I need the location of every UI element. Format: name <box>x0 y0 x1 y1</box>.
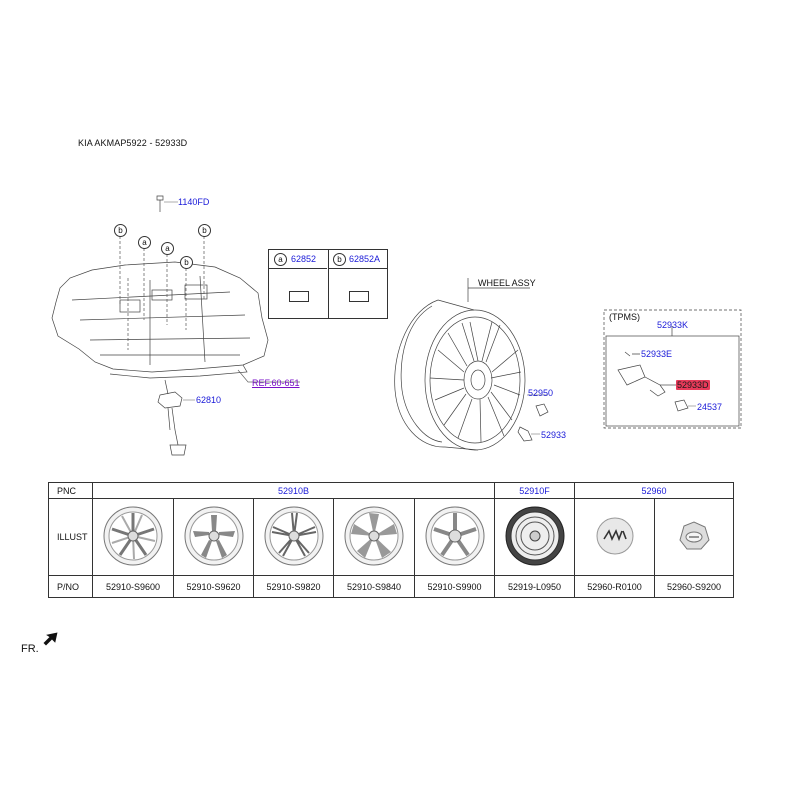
legend-marker-a: a <box>274 253 287 266</box>
legend-part-b[interactable]: 62852A <box>349 254 381 264</box>
spare-wheel-icon <box>505 506 564 566</box>
floor-marker-b: b <box>180 256 193 269</box>
jack-drawing <box>157 379 195 456</box>
illust-row: ILLUST <box>48 498 734 576</box>
pno-header: P/NO <box>48 575 93 598</box>
clip-symbol-icon <box>289 291 309 302</box>
legend-marker-b: b <box>333 253 346 266</box>
clip-symbol-icon <box>349 291 369 302</box>
illust-cell[interactable] <box>494 498 575 576</box>
callout-bolt[interactable]: 1140FD <box>178 197 210 207</box>
callout-tpms-sensor-highlighted[interactable]: 52933D <box>676 380 710 390</box>
part-number[interactable]: 52960-R0100 <box>574 575 655 598</box>
center-cap-icon <box>679 521 710 550</box>
part-number[interactable]: 52960-S9200 <box>654 575 734 598</box>
callout-ref-link[interactable]: REF.60-651 <box>252 378 300 388</box>
tpms-drawing <box>603 309 742 429</box>
part-number[interactable]: 52910-S9840 <box>333 575 415 598</box>
floor-marker-a: a <box>161 242 174 255</box>
callout-tpms-kit[interactable]: 52933K <box>657 320 689 330</box>
legend-cell-a: a 62852 <box>269 250 327 318</box>
callout-jack[interactable]: 62810 <box>196 395 222 405</box>
pnc-group[interactable]: 52960 <box>574 482 734 499</box>
marker-legend: a 62852 b 62852A <box>268 249 388 319</box>
diagram-title: KIA AKMAP5922 - 52933D <box>78 138 188 148</box>
illust-cell[interactable] <box>333 498 415 576</box>
alloy-wheel-icon <box>425 506 484 566</box>
wheel-assy-label: WHEEL ASSY <box>478 278 536 288</box>
floor-panel-drawing <box>51 261 269 379</box>
wheel-parts-table: PNC 52910B 52910F 52960 ILLUST P/NO 5291… <box>48 482 734 598</box>
callout-tpms-screw[interactable]: 52933E <box>641 349 673 359</box>
illust-cell[interactable] <box>654 498 734 576</box>
wheel-drawing <box>394 278 549 451</box>
illust-cell[interactable] <box>574 498 655 576</box>
floor-marker-b: b <box>198 224 211 237</box>
illust-cell[interactable] <box>253 498 334 576</box>
pnc-row: PNC 52910B 52910F 52960 <box>48 482 734 499</box>
alloy-wheel-icon <box>103 506 163 566</box>
alloy-wheel-icon <box>344 506 404 566</box>
part-number[interactable]: 52919-L0950 <box>494 575 575 598</box>
legend-cell-b: b 62852A <box>328 250 387 318</box>
callout-nut[interactable]: 52933 <box>541 430 567 440</box>
pno-row: P/NO 52910-S9600 52910-S9620 52910-S9820… <box>48 575 734 598</box>
legend-part-a[interactable]: 62852 <box>291 254 317 264</box>
front-arrow-icon <box>43 632 58 646</box>
pnc-header: PNC <box>48 482 93 499</box>
callout-tpms-valve[interactable]: 24537 <box>697 402 723 412</box>
illust-cell[interactable] <box>173 498 254 576</box>
alloy-wheel-icon <box>264 506 323 566</box>
part-number[interactable]: 52910-S9820 <box>253 575 334 598</box>
illust-header: ILLUST <box>48 498 93 576</box>
tpms-group-label: (TPMS) <box>609 312 640 322</box>
pnc-group[interactable]: 52910F <box>494 482 575 499</box>
illust-cell[interactable] <box>414 498 495 576</box>
callout-cap[interactable]: 52950 <box>528 388 554 398</box>
floor-marker-a: a <box>138 236 151 249</box>
alloy-wheel-icon <box>184 506 243 566</box>
illust-cell[interactable] <box>92 498 174 576</box>
front-direction-label: FR. <box>21 643 39 655</box>
pnc-group[interactable]: 52910B <box>92 482 495 499</box>
part-number[interactable]: 52910-S9600 <box>92 575 174 598</box>
floor-marker-b: b <box>114 224 127 237</box>
hub-cap-icon <box>596 517 633 555</box>
part-number[interactable]: 52910-S9900 <box>414 575 495 598</box>
part-number[interactable]: 52910-S9620 <box>173 575 254 598</box>
